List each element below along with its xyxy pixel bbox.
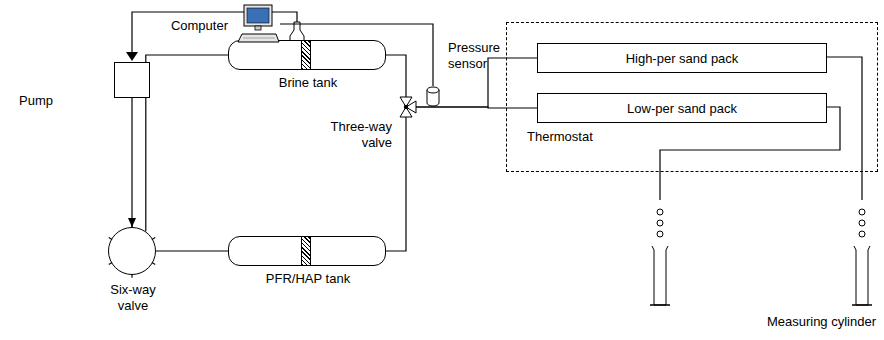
part-label: Three-way valve <box>320 119 392 150</box>
pipe-connector <box>416 107 537 108</box>
drop <box>859 209 865 215</box>
sand-pack: Low-per sand pack <box>537 93 827 123</box>
port-tick <box>131 274 132 278</box>
part-label: PFR/HAP tank <box>229 271 387 287</box>
port-tick <box>131 224 132 228</box>
piston <box>301 41 311 69</box>
inlet-arrow <box>126 52 138 61</box>
part-label: Thermostat <box>527 129 593 145</box>
port-tick <box>152 263 155 265</box>
part-label: Brine tank <box>229 75 387 91</box>
pump-box: Pump <box>114 62 150 98</box>
sensor-symbol <box>426 86 440 106</box>
part-label: Pressure sensor <box>448 40 512 71</box>
tv-symbol <box>396 97 416 117</box>
port-tick <box>109 263 112 265</box>
sand-pack: High-per sand pack <box>537 43 827 73</box>
pc-symbol <box>236 4 280 44</box>
pipe-connector <box>386 55 406 97</box>
drop <box>859 231 865 237</box>
node-label: Low-per sand pack <box>627 101 737 116</box>
keyboard <box>238 34 279 42</box>
part-label: Computer <box>171 18 228 34</box>
computer-icon: Computer <box>236 4 280 44</box>
outlet-line <box>826 57 862 200</box>
piston <box>301 237 311 265</box>
pipe-connector <box>146 55 228 231</box>
valve-hub <box>404 105 408 109</box>
measuring-cylinder <box>652 246 668 305</box>
port-tick <box>109 238 112 240</box>
cylinder-base <box>852 304 872 306</box>
three-way-valve: Three-way valve <box>396 97 416 117</box>
ticks-symbol <box>109 228 155 274</box>
part-label: Six-way valve <box>98 282 168 313</box>
pipe-connector <box>156 250 228 251</box>
drop <box>859 220 865 226</box>
cylinder-base <box>650 304 670 306</box>
drop <box>657 231 663 237</box>
stand <box>255 26 261 30</box>
measuring-cylinder <box>854 246 870 305</box>
pressure-sensor: Pressure sensor <box>426 86 440 106</box>
pipe-connector <box>131 98 132 227</box>
monitor <box>244 5 272 26</box>
screen <box>247 8 269 23</box>
sensor-top <box>427 87 439 93</box>
drops <box>657 209 865 237</box>
piston-tank: PFR/HAP tank <box>228 236 386 266</box>
port-tick <box>152 238 155 240</box>
piston-tank: Brine tank <box>228 40 386 70</box>
keys <box>243 38 275 39</box>
drop <box>657 220 663 226</box>
part-label: Pump <box>19 93 53 109</box>
node-label: High-per sand pack <box>626 51 739 66</box>
six-way-valve: Six-way valve <box>108 227 156 275</box>
part-label: Measuring cylinder <box>767 314 876 330</box>
thermostat-region: Thermostat High-per sand packLow-per sand… <box>506 22 878 172</box>
drop <box>657 209 663 215</box>
